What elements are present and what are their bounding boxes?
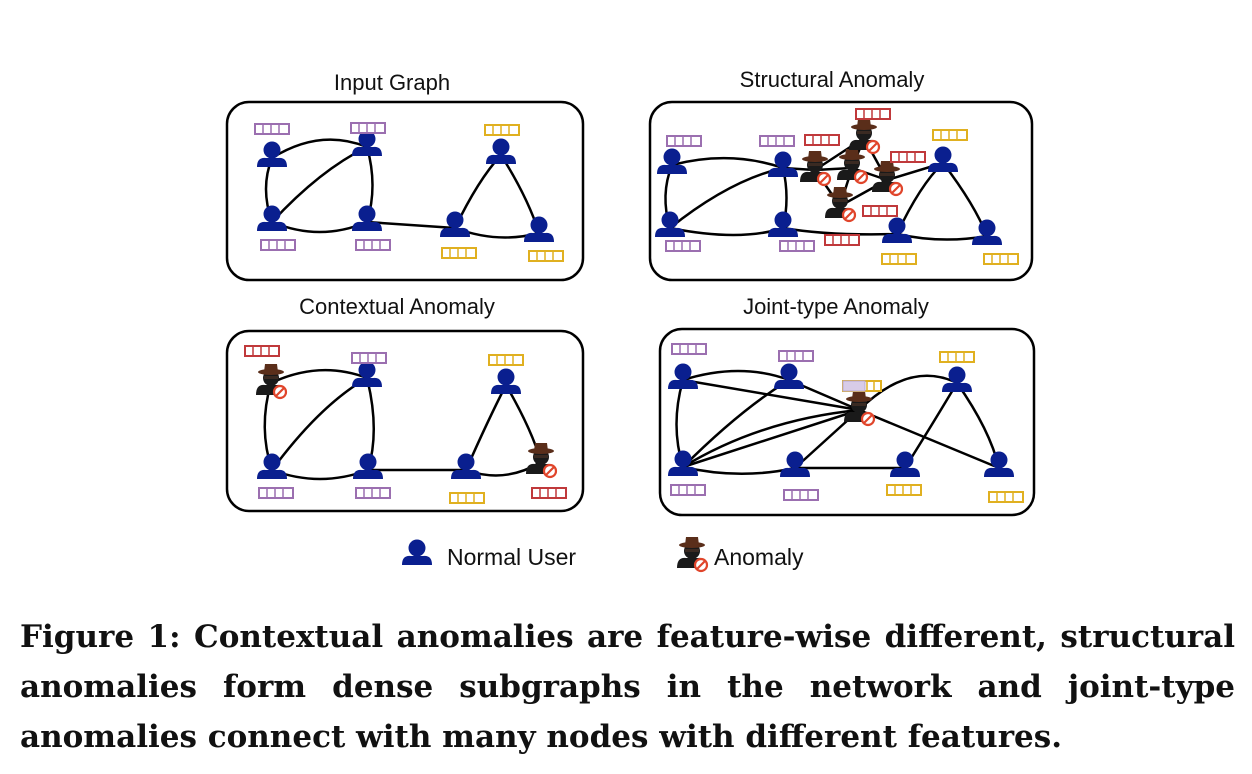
normal-user-icon — [768, 211, 798, 237]
feature-vector-icon — [988, 491, 1024, 503]
feature-vector-icon — [778, 350, 814, 362]
legend-normal-user-label: Normal User — [447, 544, 577, 570]
anomaly-icon — [254, 362, 288, 400]
feature-vector-icon — [804, 134, 840, 146]
panel-title-structural-anomaly: Structural Anomaly — [739, 67, 925, 92]
feature-vector-icon — [351, 352, 387, 364]
feature-vector-icon — [528, 250, 564, 262]
normal-user-icon — [972, 219, 1002, 245]
feature-vector-icon — [350, 122, 386, 134]
feature-vector-icon — [488, 354, 524, 366]
feature-vector-icon — [842, 380, 882, 392]
normal-user-icon — [655, 211, 685, 237]
feature-vector-icon — [890, 151, 926, 163]
panel-title-joint-type-anomaly: Joint-type Anomaly — [743, 294, 929, 319]
normal-user-icon — [657, 148, 687, 174]
feature-vector-icon — [983, 253, 1019, 265]
feature-vector-icon — [666, 135, 702, 147]
panel-structural-anomaly-nodes — [655, 108, 1019, 265]
caption-text: Contextual anomalies are feature-wise di… — [20, 619, 1235, 755]
anomaly-icon — [847, 117, 881, 155]
feature-vector-icon — [258, 487, 294, 499]
feature-vector-icon — [670, 484, 706, 496]
feature-vector-icon — [855, 108, 891, 120]
normal-user-icon — [524, 216, 554, 242]
caption-label: Figure 1: — [20, 619, 181, 655]
feature-vector-icon — [254, 123, 290, 135]
graph-diagram — [225, 100, 1036, 573]
feature-vector-icon — [531, 487, 567, 499]
panel-contextual-anomaly — [225, 329, 585, 513]
figure-caption: Figure 1: Contextual anomalies are featu… — [20, 612, 1235, 762]
feature-vector-icon — [355, 487, 391, 499]
figure: Input Graph Structural Anomaly Contextua… — [225, 67, 1036, 573]
feature-vector-icon — [441, 247, 477, 259]
feature-vector-icon — [671, 343, 707, 355]
panel-title-contextual-anomaly: Contextual Anomaly — [299, 294, 495, 319]
legend-anomaly-icon — [675, 535, 709, 573]
normal-user-icon — [928, 146, 958, 172]
normal-user-icon — [257, 141, 287, 167]
normal-user-icon — [353, 453, 383, 479]
normal-user-icon — [491, 368, 521, 394]
anomaly-icon — [524, 441, 558, 479]
feature-vector-icon — [783, 489, 819, 501]
normal-user-icon — [780, 451, 810, 477]
normal-user-icon — [440, 211, 470, 237]
feature-vector-icon — [862, 205, 898, 217]
feature-vector-icon — [779, 240, 815, 252]
feature-vector-icon — [355, 239, 391, 251]
feature-vector-icon — [484, 124, 520, 136]
normal-user-icon — [882, 217, 912, 243]
normal-user-icon — [451, 453, 481, 479]
anomaly-icon — [798, 149, 832, 187]
panel-contextual-anomaly-nodes — [244, 345, 567, 504]
feature-vector-icon — [824, 234, 860, 246]
feature-vector-icon — [244, 345, 280, 357]
normal-user-icon — [352, 205, 382, 231]
feature-vector-icon — [932, 129, 968, 141]
feature-vector-icon — [665, 240, 701, 252]
panel-title-input-graph: Input Graph — [333, 70, 451, 95]
feature-vector-icon — [759, 135, 795, 147]
legend-normal-user-icon — [402, 539, 432, 565]
normal-user-icon — [890, 451, 920, 477]
legend-anomaly-label: Anomaly — [714, 544, 804, 570]
feature-vector-icon — [939, 351, 975, 363]
feature-vector-icon — [260, 239, 296, 251]
feature-vector-icon — [881, 253, 917, 265]
feature-vector-icon — [449, 492, 485, 504]
feature-vector-icon — [886, 484, 922, 496]
normal-user-icon — [486, 138, 516, 164]
